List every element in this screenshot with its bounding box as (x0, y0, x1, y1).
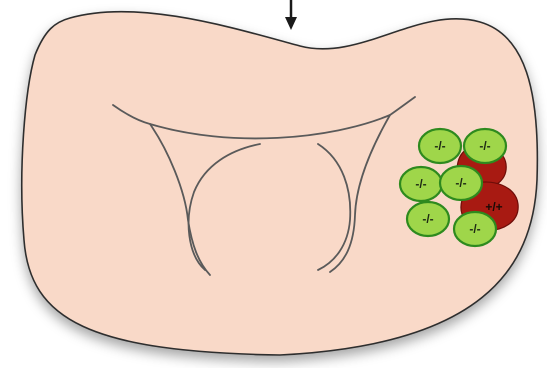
wild-type-cell-label: -/- (479, 139, 490, 153)
wild-type-cell: -/- (440, 166, 482, 200)
wild-type-cell-label: -/- (422, 212, 433, 226)
wild-type-cell-label: -/- (469, 222, 480, 236)
wild-type-cell-label: -/- (415, 177, 426, 191)
mutant-cell-label: +/+ (485, 200, 502, 214)
wild-type-cell: -/- (419, 129, 461, 163)
wild-type-cell-label: -/- (434, 139, 445, 153)
wild-type-cell: -/- (464, 129, 506, 163)
wild-type-cell: -/- (400, 167, 442, 201)
wild-type-cell-label: -/- (455, 176, 466, 190)
wild-type-cell: -/- (407, 202, 449, 236)
wild-type-cell: -/- (454, 212, 496, 246)
down-arrow-icon (285, 0, 297, 30)
